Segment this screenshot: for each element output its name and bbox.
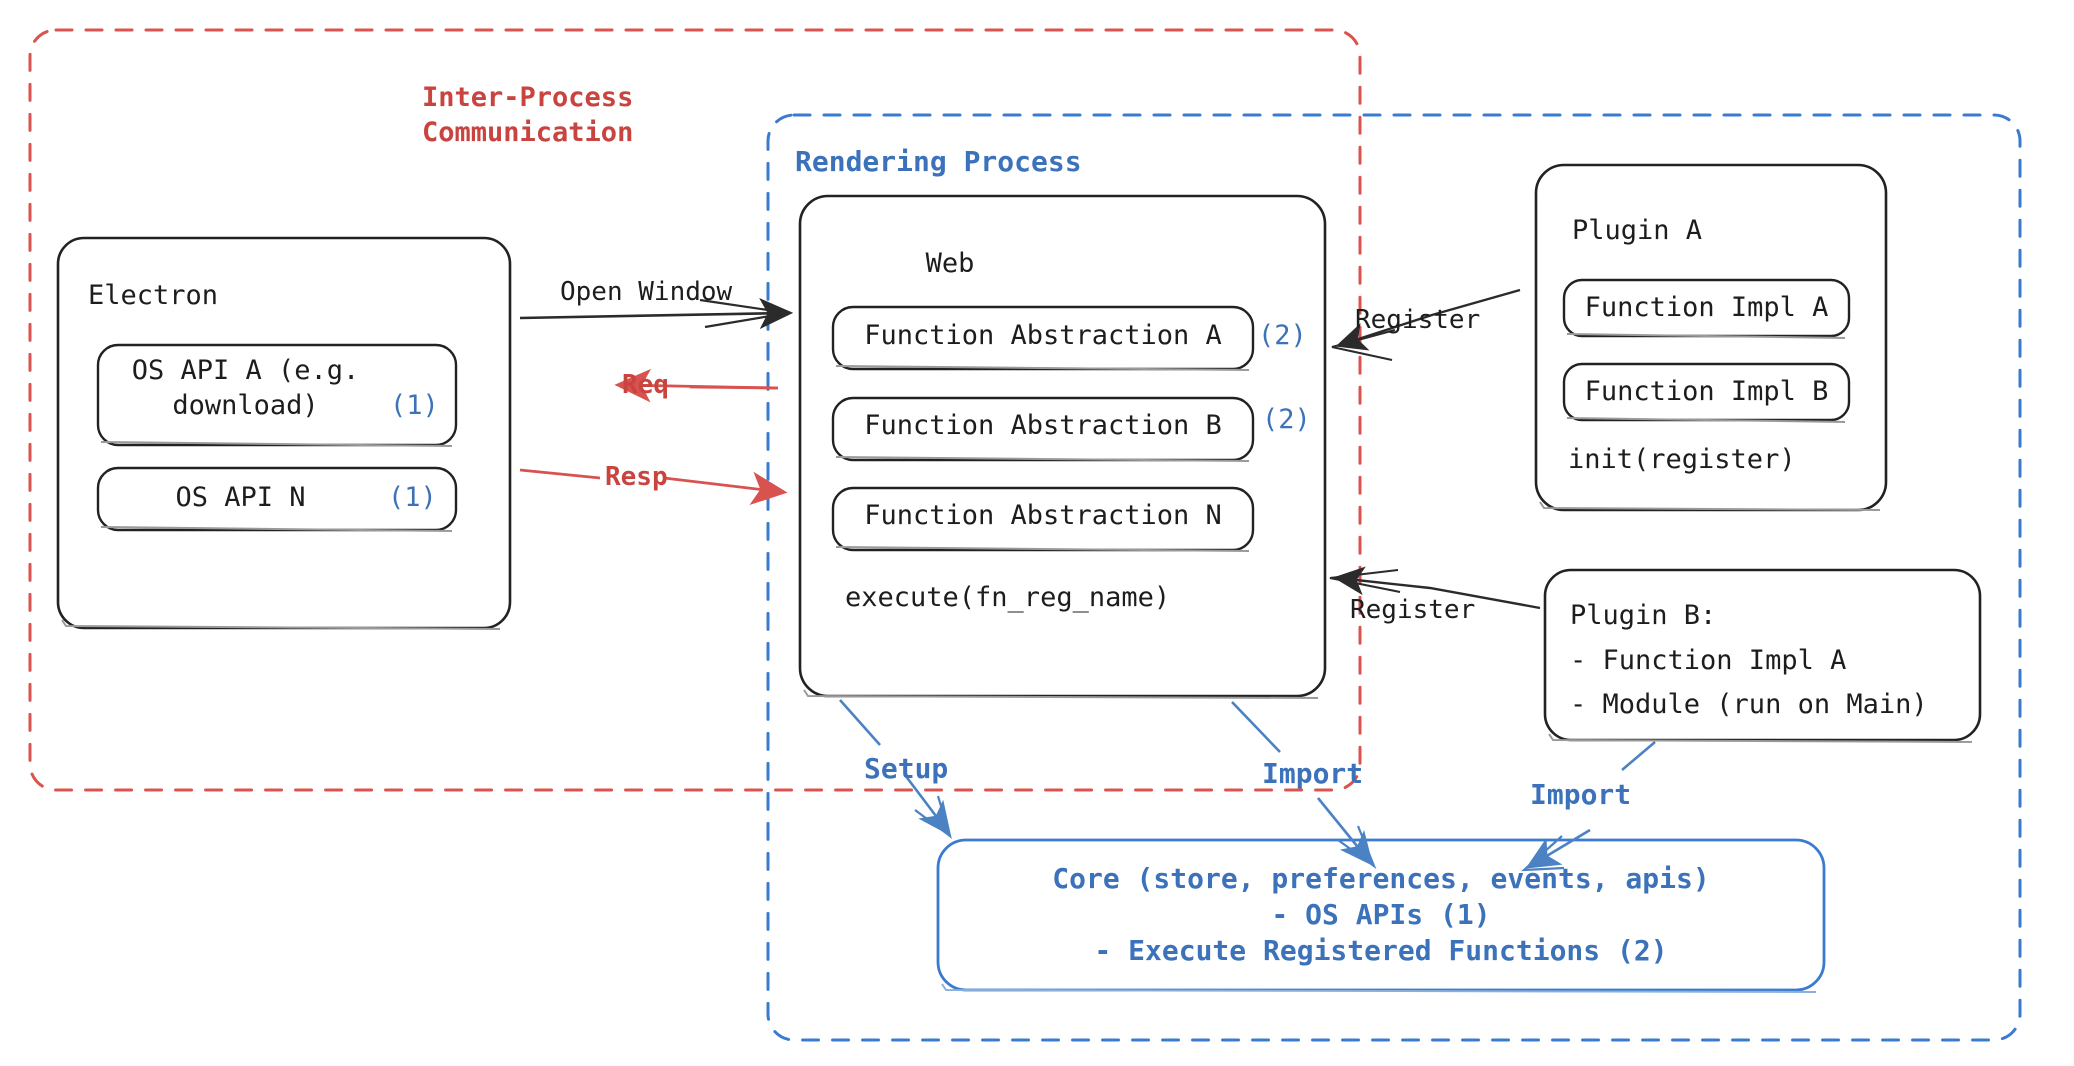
region-ipc-label-line1: Inter-Process	[422, 82, 634, 113]
plugin-a-title: Plugin A	[1572, 215, 1703, 246]
arrow-import-plugin-b	[1621, 741, 1656, 771]
plugin-b-item-function-impl-a: - Function Impl A	[1570, 645, 1847, 676]
function-abstraction-a-badge: (2)	[1258, 320, 1307, 351]
arrow-resp-head	[663, 471, 788, 506]
plugin-a-init-label: init(register)	[1568, 444, 1796, 475]
region-ipc-boundary	[28, 28, 1362, 792]
arrow-resp	[519, 468, 601, 480]
function-abstraction-b-badge: (2)	[1262, 404, 1311, 435]
function-abstraction-n-label: Function Abstraction N	[864, 500, 1222, 531]
arrow-import-plugin-b-label: Import	[1530, 778, 1632, 811]
function-impl-a-label: Function Impl A	[1584, 292, 1829, 323]
plugin-a-box	[1534, 163, 1888, 512]
region-rendering-boundary	[766, 113, 2022, 1042]
arrow-req-tail	[689, 385, 779, 390]
plugin-b-item-module: - Module (run on Main)	[1570, 689, 1928, 720]
arrow-import-web-head	[1316, 797, 1374, 867]
os-api-n-badge: (1)	[388, 482, 437, 513]
os-api-a-badge: (1)	[390, 390, 439, 421]
arrow-import-web	[1231, 701, 1281, 753]
arrow-setup-head	[903, 774, 952, 837]
arrow-req-label: Req	[622, 370, 669, 400]
os-api-a-label-line1: OS API A (e.g.	[131, 355, 360, 386]
function-abstraction-b-label: Function Abstraction B	[864, 410, 1222, 441]
region-rendering-label: Rendering Process	[795, 145, 1082, 178]
core-line-3: - Execute Registered Functions (2)	[1094, 934, 1668, 967]
core-line-2: - OS APIs (1)	[1271, 898, 1491, 931]
arrow-resp-label: Resp	[605, 462, 668, 492]
arrow-open-window	[519, 297, 794, 330]
electron-title: Electron	[88, 280, 219, 311]
os-api-a-label-line2: download)	[172, 390, 319, 421]
os-api-n-label: OS API N	[175, 482, 306, 513]
arrow-register-plugin-a-label: Register	[1355, 305, 1481, 335]
core-line-1: Core (store, preferences, events, apis)	[1052, 862, 1710, 895]
function-abstraction-a-label: Function Abstraction A	[864, 320, 1222, 351]
arrow-register-plugin-a	[1335, 288, 1521, 351]
arrow-setup-label: Setup	[864, 752, 949, 785]
arrow-setup	[839, 699, 881, 746]
arrow-import-plugin-b-head	[1525, 828, 1591, 869]
arrow-import-web-label: Import	[1262, 757, 1364, 790]
arrow-register-plugin-b	[1333, 566, 1541, 610]
web-title: Web	[925, 248, 975, 279]
plugin-b-title: Plugin B:	[1570, 600, 1717, 631]
arrow-register-plugin-b-label: Register	[1350, 595, 1476, 625]
function-impl-b-label: Function Impl B	[1584, 376, 1829, 407]
web-execute-label: execute(fn_reg_name)	[845, 582, 1171, 613]
region-ipc-label-line2: Communication	[422, 117, 634, 148]
arrow-open-window-label: Open Window	[560, 277, 733, 307]
